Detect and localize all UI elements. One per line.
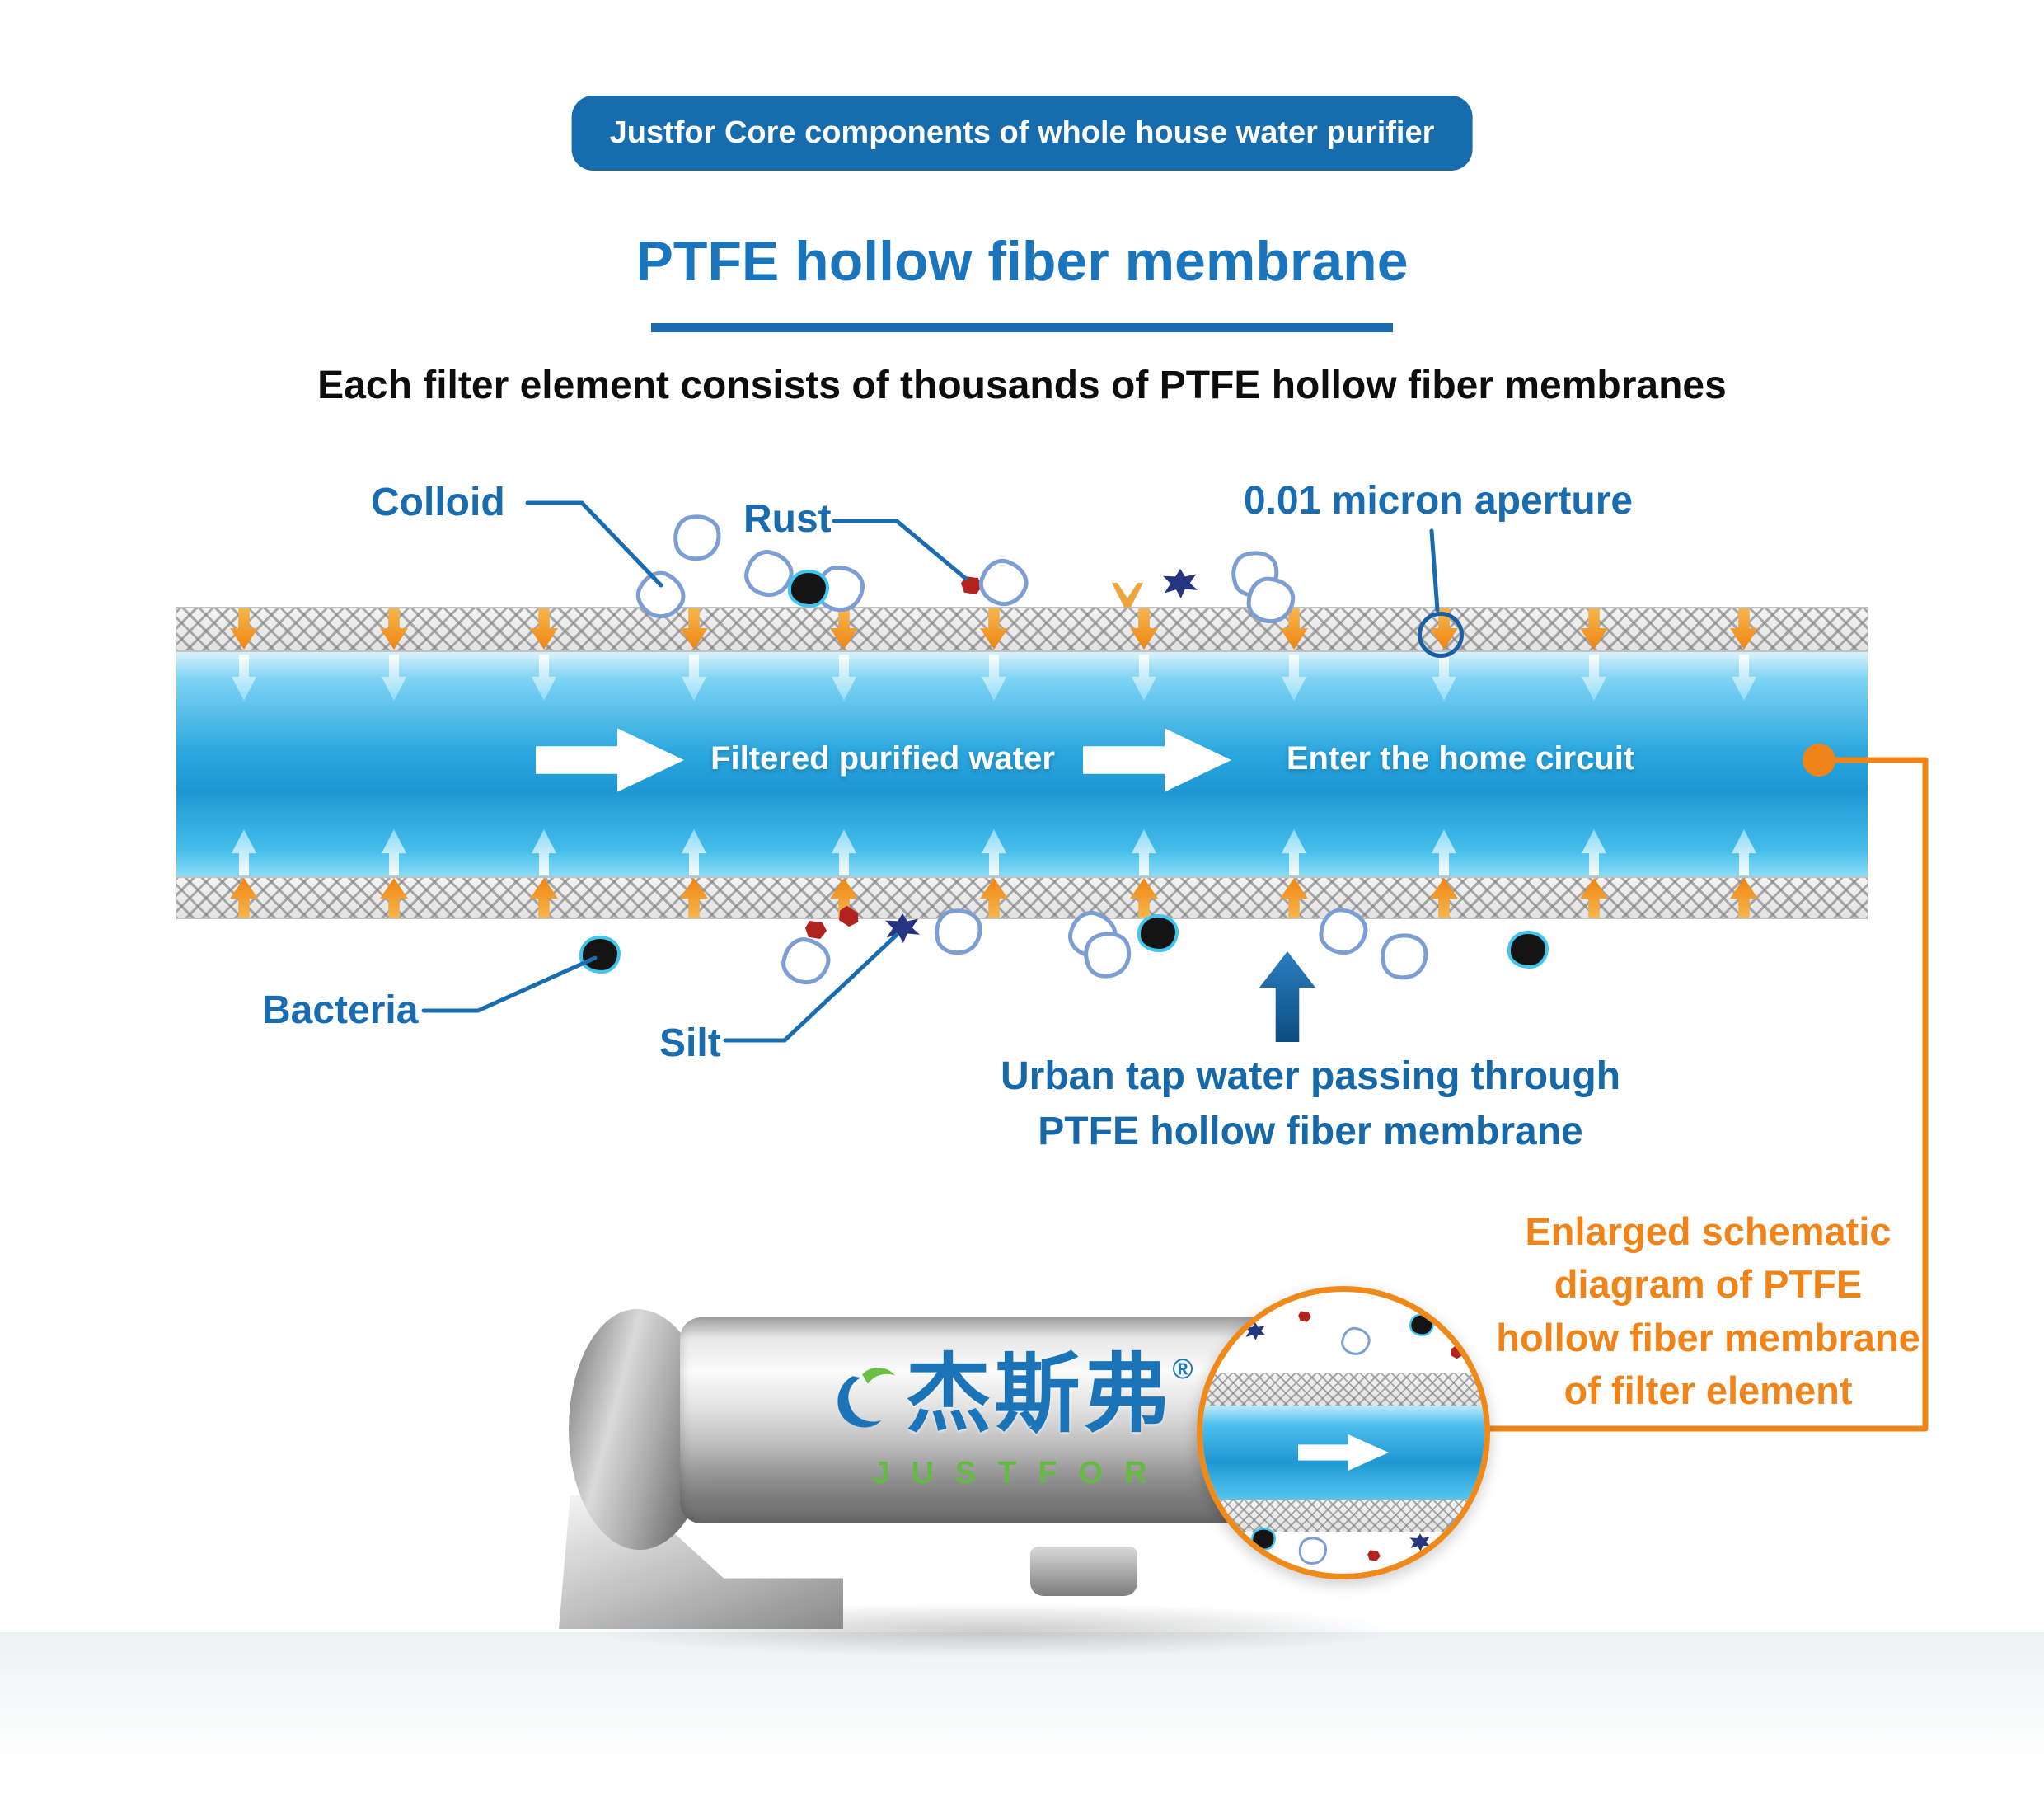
label-aperture: 0.01 micron aperture bbox=[1243, 479, 1634, 523]
silt-particle-icon bbox=[1409, 1533, 1431, 1551]
brand-name-chinese: 杰斯弗 bbox=[905, 1347, 1173, 1443]
enlarged-caption-line4: of filter element bbox=[1563, 1368, 1853, 1413]
water-channel: Filtered purified water Enter the home c… bbox=[176, 652, 1868, 876]
impurity-particle-icon bbox=[1112, 583, 1143, 608]
membrane-wall-bottom bbox=[1202, 1500, 1484, 1532]
brand-swoosh-icon bbox=[837, 1368, 895, 1428]
enlarged-caption-line2: diagram of PTFE bbox=[1554, 1262, 1863, 1307]
page-title: PTFE hollow fiber membrane bbox=[635, 230, 1409, 293]
membrane-wall-bottom bbox=[176, 876, 1868, 919]
membrane-tube: Filtered purified water Enter the home c… bbox=[176, 607, 1868, 919]
colloid-particle-icon bbox=[973, 552, 1034, 613]
bacteria-particle-icon bbox=[1251, 1528, 1276, 1551]
product-foot bbox=[1030, 1547, 1137, 1596]
tap-water-caption-line1: Urban tap water passing through bbox=[1000, 1054, 1621, 1098]
colloid-particle-icon bbox=[1296, 1533, 1330, 1568]
product-logo: 杰斯弗 ® JUSTFOR bbox=[816, 1352, 1203, 1491]
colloid-particle-icon bbox=[1338, 1325, 1373, 1358]
rust-particle-icon bbox=[1448, 1345, 1464, 1360]
page-subtitle: Each filter element consists of thousand… bbox=[317, 364, 1727, 407]
water-channel bbox=[1202, 1406, 1484, 1500]
flow-text-enter: Enter the home circuit bbox=[1286, 740, 1635, 777]
header-badge: Justfor Core components of whole house w… bbox=[571, 96, 1473, 171]
membrane-wall-top bbox=[1202, 1373, 1484, 1406]
label-rust: Rust bbox=[743, 497, 832, 541]
bacteria-particle-icon bbox=[1409, 1313, 1434, 1336]
membrane-wall-top bbox=[176, 607, 1868, 652]
enlarged-caption-line1: Enlarged schematic bbox=[1525, 1209, 1892, 1253]
label-silt: Silt bbox=[659, 1021, 721, 1065]
bacteria-particle-icon bbox=[1507, 931, 1549, 969]
aperture-ring-icon bbox=[1418, 612, 1464, 658]
colloid-leader-line bbox=[525, 500, 663, 588]
floor-background bbox=[0, 1632, 2044, 1793]
flow-text-filtered: Filtered purified water bbox=[710, 740, 1055, 777]
tap-water-caption: Urban tap water passing through PTFE hol… bbox=[952, 1049, 1669, 1159]
enlarged-caption-line3: hollow fiber membrane bbox=[1496, 1315, 1920, 1359]
flow-arrow-icon bbox=[1083, 728, 1231, 792]
bacteria-particle-icon bbox=[788, 570, 829, 608]
silt-particle-icon bbox=[1163, 569, 1198, 598]
rust-particle-icon bbox=[805, 921, 827, 939]
label-colloid: Colloid bbox=[371, 481, 505, 524]
silt-particle-icon bbox=[1245, 1322, 1266, 1340]
bacteria-particle-icon bbox=[1137, 914, 1179, 952]
label-bacteria: Bacteria bbox=[262, 988, 419, 1032]
colloid-particle-icon bbox=[777, 933, 835, 989]
title-underline bbox=[651, 323, 1393, 332]
bacteria-leader-line bbox=[421, 955, 598, 1013]
enlarged-membrane-circle bbox=[1197, 1286, 1490, 1579]
brand-name-english: JUSTFOR bbox=[872, 1456, 1169, 1490]
bacteria-particle-icon bbox=[579, 936, 621, 974]
tap-water-up-arrow-icon bbox=[1259, 951, 1315, 1042]
tap-water-caption-line2: PTFE hollow fiber membrane bbox=[1038, 1110, 1583, 1154]
registered-trademark-symbol: ® bbox=[1172, 1354, 1193, 1385]
rust-particle-icon bbox=[961, 576, 982, 594]
colloid-particle-icon bbox=[1376, 928, 1433, 984]
enlarged-caption: Enlarged schematic diagram of PTFE hollo… bbox=[1479, 1205, 1937, 1418]
rust-particle-icon bbox=[1298, 1311, 1311, 1322]
flow-arrow-icon bbox=[1298, 1434, 1389, 1471]
aperture-leader-line bbox=[1429, 528, 1440, 613]
colloid-particle-icon bbox=[669, 510, 725, 565]
rust-particle-icon bbox=[1367, 1550, 1381, 1561]
flow-arrow-icon bbox=[536, 728, 684, 792]
